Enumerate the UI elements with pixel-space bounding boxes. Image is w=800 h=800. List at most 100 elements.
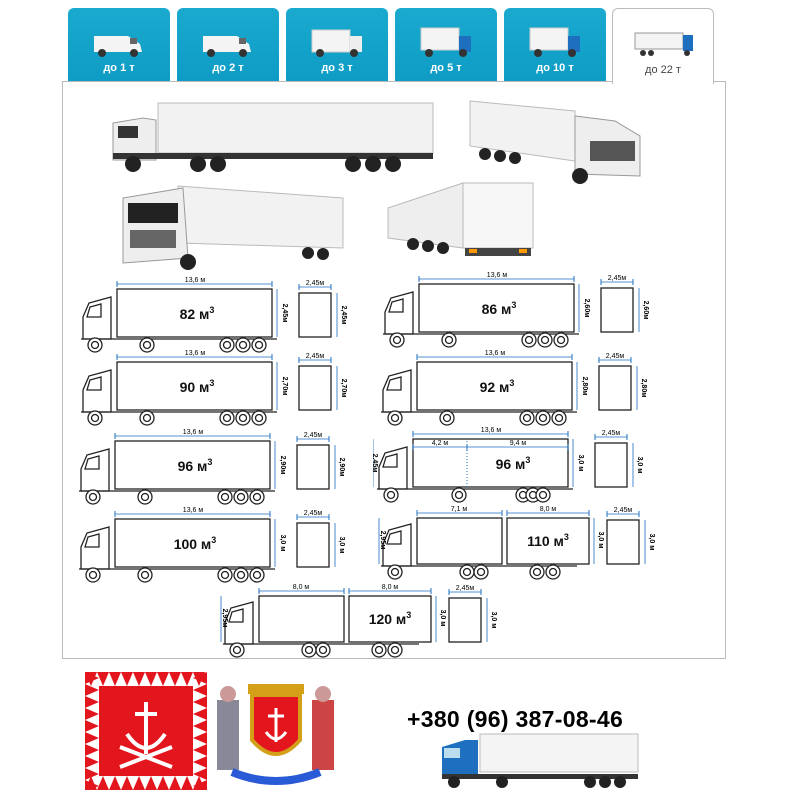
wheel-icon (387, 564, 403, 580)
wheel-icon (249, 489, 265, 505)
volume-superscript: 3 (211, 535, 216, 545)
wheel-icon (387, 642, 403, 658)
trident-cross-emblem-icon (119, 702, 173, 769)
segment-length-label: 8,0 м (382, 584, 399, 591)
truck-cab-icon (382, 523, 412, 567)
cargo-box (114, 440, 271, 490)
width-label: 2,45м (304, 432, 323, 439)
wheel-icon (387, 410, 403, 426)
cross-height-label: 2,70м (340, 379, 347, 398)
volume-label: 82 м (180, 306, 210, 322)
tab-4[interactable]: до 5 т (395, 8, 497, 82)
cross-section-box (598, 365, 632, 411)
wheel-icon (251, 410, 267, 426)
volume-superscript: 3 (406, 610, 411, 620)
height-label: 2,45м (281, 304, 288, 323)
volume-superscript: 3 (525, 455, 530, 465)
wheel-icon (233, 567, 249, 583)
cab-height-label: 2,95м (379, 531, 386, 550)
tab-3[interactable]: до 3 т (286, 8, 388, 82)
svg-text:120 м3: 120 м3 (369, 610, 412, 627)
cross-section-box (298, 365, 332, 411)
cross-height-label: 2,45м (340, 306, 347, 325)
wheel-icon (217, 489, 233, 505)
svg-text:96 м3: 96 м3 (178, 457, 213, 474)
truck-cab-icon (382, 369, 412, 413)
cross-section-box (594, 442, 628, 488)
length-label: 13,6 м (183, 429, 204, 436)
wheel-icon (473, 564, 489, 580)
vinnytsia-flag (85, 672, 207, 790)
contact-phone[interactable]: +380 (96) 387-08-46 (407, 706, 624, 732)
height-label: 3,0 м (577, 455, 584, 472)
cross-section-box (298, 292, 332, 338)
wheel-icon (217, 567, 233, 583)
volume-label: 92 м (480, 379, 510, 395)
box-truck-icon (529, 27, 580, 57)
semi-truck-photo-rear-angle (469, 100, 641, 184)
cross-section-box (448, 597, 482, 643)
tab-label: до 22 т (645, 64, 681, 76)
wheel-icon (235, 337, 251, 353)
volume-label: 96 м (178, 458, 208, 474)
width-label: 2,45м (306, 280, 325, 287)
width-label: 2,45м (608, 275, 627, 282)
svg-text:100 м3: 100 м3 (174, 535, 217, 552)
cross-height-label: 2,60м (642, 301, 649, 320)
tab-2[interactable]: до 2 т (177, 8, 279, 82)
volume-superscript: 3 (209, 305, 214, 315)
van-icon (203, 36, 251, 57)
coat-of-arms (217, 684, 334, 785)
cargo-box (114, 518, 271, 568)
width-label: 2,45м (456, 585, 475, 592)
wheel-icon (439, 410, 455, 426)
tab-label: до 10 т (536, 62, 574, 74)
cargo-box (416, 361, 573, 411)
tab-6[interactable]: до 22 т (612, 8, 714, 84)
volume-label: 110 м (527, 533, 564, 549)
tab-label: до 3 т (321, 62, 353, 74)
wheel-icon (537, 332, 553, 348)
wheel-icon (383, 487, 399, 503)
truck-cab-icon (378, 446, 408, 490)
segment-length-label: 4,2 м (432, 440, 449, 447)
wheel-icon (529, 564, 545, 580)
length-label: 13,6 м (185, 350, 206, 357)
cross-height-label: 2,90м (338, 458, 345, 477)
wheel-icon (219, 337, 235, 353)
volume-superscript: 3 (511, 300, 516, 310)
trailer-box (348, 595, 432, 643)
wheel-icon (87, 410, 103, 426)
width-label: 2,45м (306, 353, 325, 360)
wheel-icon (551, 410, 567, 426)
wheel-icon (371, 642, 387, 658)
tab-label: до 5 т (430, 62, 462, 74)
cab-height-label: 2,45м (373, 454, 378, 473)
wheel-icon (301, 642, 317, 658)
tab-1[interactable]: до 1 т (68, 8, 170, 82)
svg-text:92 м3: 92 м3 (480, 378, 515, 395)
cab-height-label: 2,95м (221, 609, 228, 628)
wheel-icon (137, 567, 153, 583)
box-truck-icon (420, 27, 471, 57)
width-label: 2,45м (304, 510, 323, 517)
cross-section-box (296, 444, 330, 490)
segment-length-label: 7,1 м (451, 506, 468, 513)
volume-label: 90 м (180, 379, 210, 395)
width-label: 2,45м (614, 507, 633, 514)
semi-truck-icon (634, 32, 693, 56)
tab-label: до 1 т (103, 62, 135, 74)
volume-label: 100 м (174, 536, 212, 552)
tab-5[interactable]: до 10 т (504, 8, 606, 82)
wheel-icon (315, 642, 331, 658)
